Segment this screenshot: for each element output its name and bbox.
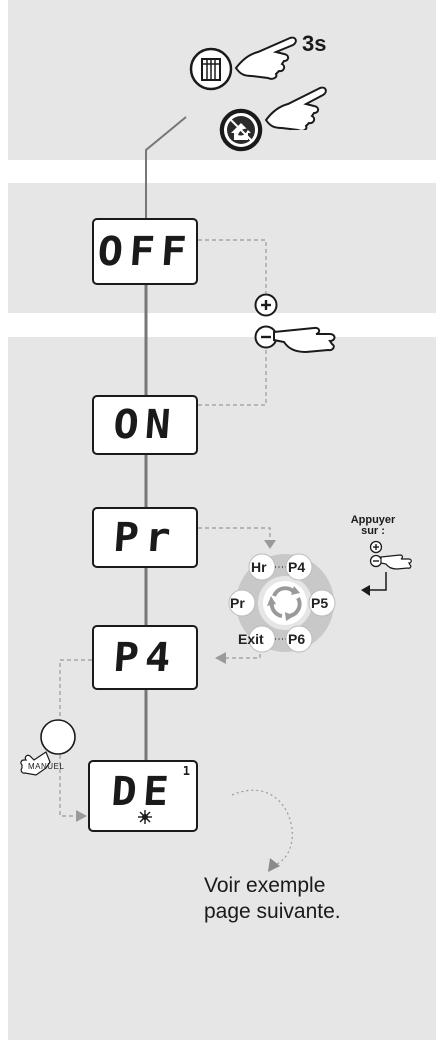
display-de-superscript: 1 [182, 764, 190, 778]
cycle-item-pr: Pr [230, 595, 245, 611]
press-instruction-line1: Appuyer [350, 514, 396, 526]
press-instruction: Appuyer sur : [338, 515, 408, 537]
display-pr: Pr [92, 507, 198, 568]
display-on-text: ON [111, 402, 179, 448]
display-on: ON [92, 395, 198, 455]
sun-icon [138, 810, 152, 824]
cycle-item-exit: Exit [238, 631, 264, 647]
press-instruction-line2: sur : [361, 525, 385, 537]
display-de-text: DE [109, 769, 177, 815]
duration-label: 3s [302, 31, 327, 56]
panel-step-3 [8, 337, 436, 1040]
display-off-text: OFF [95, 228, 195, 275]
plus-button-icon [369, 540, 383, 554]
display-p4: P4 [92, 625, 198, 690]
cycle-item-p4: P4 [288, 559, 306, 575]
footer-note-line2: page suivante. [204, 900, 341, 923]
display-p4-text: P4 [111, 634, 179, 681]
plus-button-icon[interactable] [253, 292, 279, 318]
cycle-item-p5: P5 [311, 595, 329, 611]
pointing-hand-icon [273, 326, 336, 354]
panel-step-2 [8, 183, 436, 313]
pointing-hand-icon [234, 36, 297, 80]
pointing-hand-icon [264, 86, 327, 130]
pointing-hand-icon [380, 554, 412, 570]
eco-mode-button-icon[interactable] [218, 107, 264, 153]
program-cycle-wheel [228, 553, 336, 653]
menu-button-icon[interactable] [188, 46, 234, 92]
cycle-item-hr: Hr [251, 559, 267, 575]
display-de: DE 1 [88, 760, 198, 832]
footer-note: Voir exemple page suivante. [204, 873, 341, 925]
display-pr-text: Pr [111, 514, 179, 561]
cycle-item-p6: P6 [288, 631, 306, 647]
pointing-hand-icon [20, 751, 51, 776]
manual-button-icon[interactable] [38, 717, 78, 757]
display-off: OFF [92, 218, 198, 285]
footer-note-line1: Voir exemple [204, 874, 326, 897]
manual-button-label: MANUEL [28, 762, 65, 771]
